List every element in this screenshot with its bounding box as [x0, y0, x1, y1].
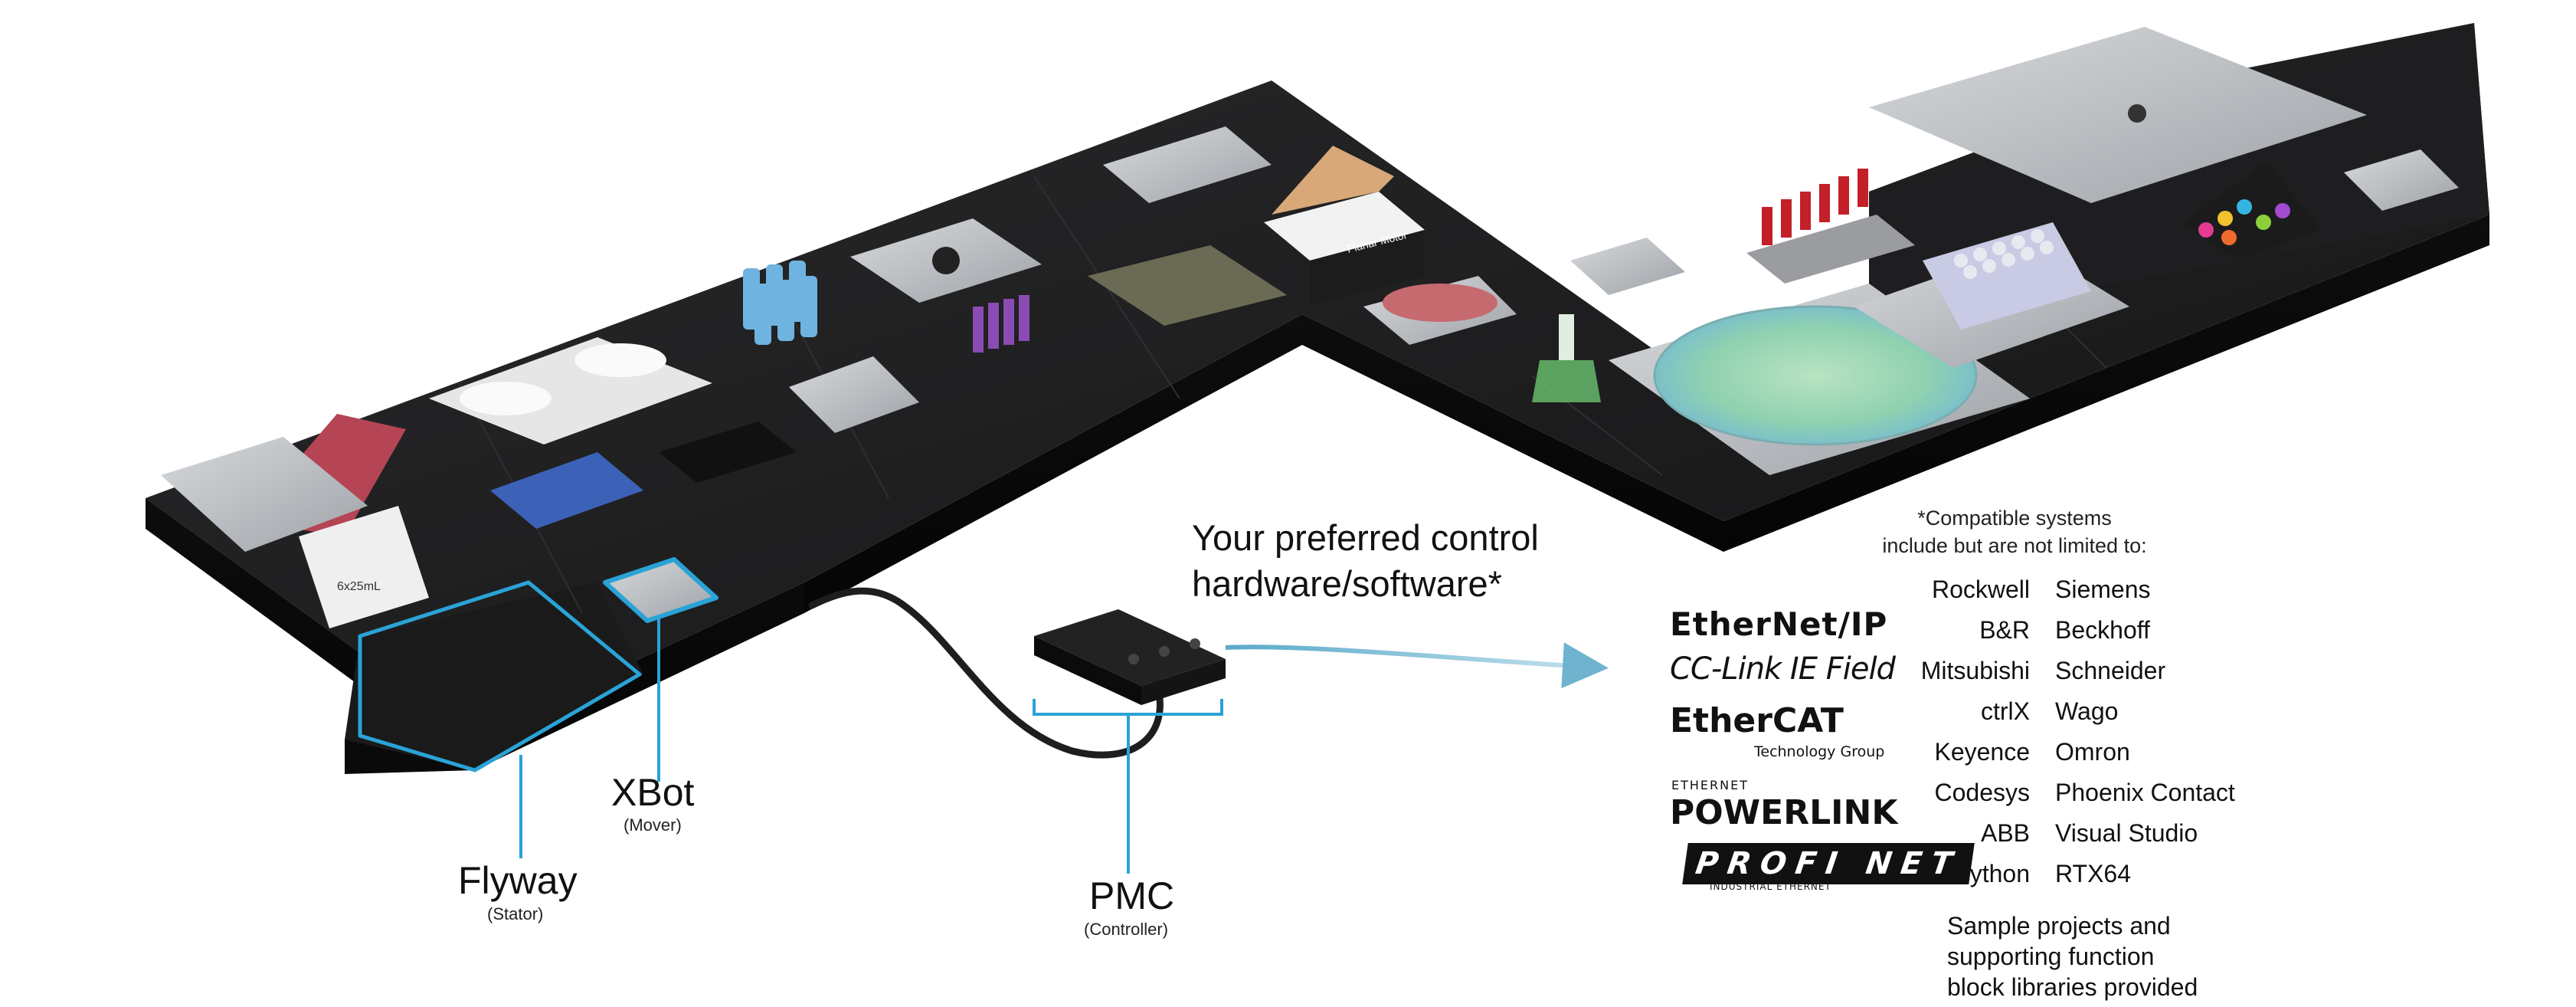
compat-line-2: include but are not limited to: — [1882, 534, 2147, 557]
sample-projects-note: Sample projects and supporting function … — [1947, 910, 2254, 1002]
vendor-abb: ABB — [1980, 819, 2030, 847]
vendor-visual-studio: Visual Studio — [2055, 819, 2198, 847]
pmc-bracket — [1033, 699, 1223, 874]
stator-cable — [808, 587, 1164, 759]
mover-tiles: Planar Motor 6x25mL — [161, 27, 2459, 628]
control-headline: Your preferred control hardware/software… — [1192, 515, 1728, 607]
xbot-sub-label: (Mover) — [624, 815, 682, 835]
vendor-mitsubishi: Mitsubishi — [1920, 657, 2030, 684]
flyway-highlight — [358, 580, 642, 858]
flyway-label: Flyway — [458, 859, 578, 902]
compat-line-1: *Compatible systems — [1917, 507, 2112, 530]
vendor-omron: Omron — [2055, 738, 2130, 766]
ethernet-ip-logo: EtherNet/IP — [1670, 605, 1888, 643]
vendors-left-column: Rockwell B&R Mitsubishi ctrlX Keyence Co… — [1823, 569, 2030, 894]
powerlink-logo: POWERLINK — [1670, 793, 1898, 832]
vendor-schneider: Schneider — [2055, 657, 2166, 684]
cc-link-logo: CC-Link IE Field — [1670, 651, 1896, 687]
vendor-rockwell: Rockwell — [1931, 576, 2030, 603]
pmc-controller — [1034, 609, 1226, 705]
flyway-sub-label: (Stator) — [487, 904, 544, 923]
pmc-sub-label: (Controller) — [1084, 920, 1169, 939]
vendor-beckhoff: Beckhoff — [2055, 616, 2150, 644]
ethernet-link-arrow — [1225, 642, 1609, 689]
xbot-highlight — [603, 557, 718, 782]
sample-line-2: supporting function — [1947, 943, 2155, 970]
vendor-rtx64: RTX64 — [2055, 860, 2132, 887]
vendor-br: B&R — [1979, 616, 2030, 644]
vendor-codesys: Codesys — [1934, 779, 2031, 806]
ethercat-subtext: Technology Group — [1754, 743, 1885, 760]
vendor-ctrlx: ctrlX — [1981, 697, 2030, 725]
xbot-label: XBot — [611, 771, 695, 814]
vendor-siemens: Siemens — [2055, 576, 2151, 603]
vendor-wago: Wago — [2055, 697, 2119, 725]
pmc-label: PMC — [1089, 874, 1175, 917]
vendor-phoenix-contact: Phoenix Contact — [2055, 779, 2235, 806]
compatible-systems-note: *Compatible systems include but are not … — [1854, 504, 2175, 559]
sample-line-1: Sample projects and — [1947, 912, 2171, 940]
sample-line-3: block libraries provided — [1947, 973, 2198, 1001]
vendor-python: Python — [1953, 860, 2030, 887]
vendors-right-column: Siemens Beckhoff Schneider Wago Omron Ph… — [2055, 569, 2308, 894]
headline-line-2: hardware/software* — [1192, 563, 1502, 604]
powerlink-pretext: ETHERNET — [1671, 778, 1749, 792]
profinet-subtext: INDUSTRIAL ETHERNET — [1710, 881, 1831, 892]
ethercat-logo: EtherCAT — [1670, 701, 1844, 740]
vial-box-label: 6x25mL — [337, 580, 381, 593]
headline-line-1: Your preferred control — [1192, 517, 1539, 558]
vendor-keyence: Keyence — [1934, 738, 2030, 766]
